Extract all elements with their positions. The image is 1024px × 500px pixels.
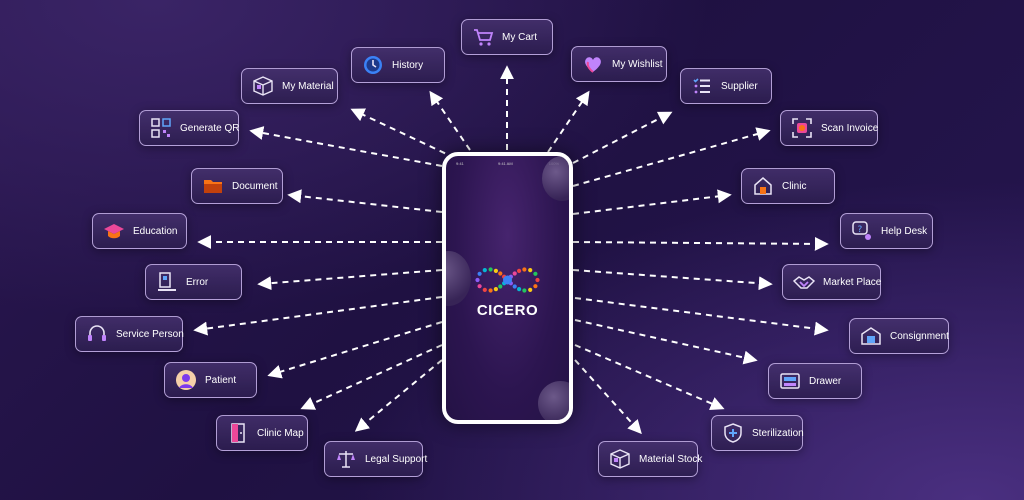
feature-supplier-button[interactable]: Supplier — [680, 68, 772, 104]
feature-label: Patient — [205, 374, 237, 386]
feature-label: My Cart — [502, 31, 537, 43]
arrow-to-legal-support — [354, 359, 443, 432]
arrow-to-document — [287, 189, 443, 213]
heart-icon — [582, 53, 604, 75]
headset-icon — [86, 323, 108, 345]
feature-my-wishlist-button[interactable]: My Wishlist — [571, 46, 667, 82]
status-center: 9:41 AM — [498, 161, 513, 166]
feature-error-button[interactable]: Error — [145, 264, 242, 300]
feature-drawer-button[interactable]: Drawer — [768, 363, 862, 399]
graduation-cap-icon — [103, 220, 125, 242]
feature-label: Supplier — [721, 80, 758, 92]
arrow-to-error — [257, 269, 443, 291]
feature-label: Legal Support — [365, 453, 428, 465]
list-icon — [691, 75, 713, 97]
arrow-to-service-person — [193, 296, 443, 336]
warehouse-icon — [860, 325, 882, 347]
box-icon — [609, 448, 631, 470]
monitor-icon — [156, 271, 178, 293]
qr-icon — [150, 117, 172, 139]
feature-sterilization-button[interactable]: Sterilization — [711, 415, 804, 451]
arrow-to-help-desk — [572, 236, 829, 251]
feature-document-button[interactable]: Document — [191, 168, 283, 204]
feature-clinic-map-button[interactable]: Clinic Map — [216, 415, 308, 451]
svg-text:?: ? — [858, 225, 863, 235]
arrow-to-history — [429, 90, 471, 151]
feature-label: Help Desk — [881, 225, 928, 237]
arrow-to-my-material — [350, 108, 456, 159]
feature-label: Sterilization — [752, 427, 804, 439]
door-icon — [227, 422, 249, 444]
feature-market-place-button[interactable]: Market Place — [782, 264, 881, 300]
feature-label: Market Place — [823, 276, 882, 288]
cart-icon — [472, 26, 494, 48]
feature-label: My Wishlist — [612, 58, 663, 70]
arrow-to-generate-qr — [249, 126, 443, 167]
feature-label: Document — [232, 180, 278, 192]
feature-clinic-button[interactable]: Clinic — [741, 168, 835, 204]
arrow-to-clinic — [572, 189, 732, 215]
scan-icon — [791, 117, 813, 139]
arrow-to-material-stock — [574, 359, 642, 435]
feature-my-material-button[interactable]: My Material — [241, 68, 338, 104]
arrow-to-market-place — [572, 269, 773, 291]
feature-service-person-button[interactable]: Service Person — [75, 316, 184, 352]
feature-label: Scan Invoice — [821, 122, 879, 134]
feature-label: Drawer — [809, 375, 842, 387]
feature-patient-button[interactable]: Patient — [164, 362, 257, 398]
shield-plus-icon — [722, 422, 744, 444]
arrow-to-drawer — [574, 319, 758, 365]
feature-label: Clinic — [782, 180, 807, 192]
arrow-to-sterilization — [574, 344, 725, 411]
person-icon — [175, 369, 197, 391]
feature-label: Clinic Map — [257, 427, 304, 439]
feature-consignment-button[interactable]: Consignment — [849, 318, 949, 354]
phone-mockup: 9:41 9:41 AM 100% CICERO — [442, 152, 573, 424]
arrow-to-supplier — [572, 111, 673, 164]
brand-name: CICERO — [476, 302, 539, 319]
arrow-to-consignment — [574, 297, 829, 336]
decorative-orb — [446, 251, 471, 306]
feature-label: Service Person — [116, 328, 184, 340]
feature-label: Material Stock — [639, 453, 703, 465]
arrow-to-patient — [267, 321, 443, 379]
feature-label: Error — [186, 276, 209, 288]
status-left: 9:41 — [456, 161, 464, 166]
house-icon — [752, 175, 774, 197]
decorative-orb — [538, 381, 569, 420]
question-bubble-icon: ? — [851, 220, 873, 242]
feature-history-button[interactable]: History — [351, 47, 445, 83]
feature-scan-invoice-button[interactable]: Scan Invoice — [780, 110, 878, 146]
feature-label: History — [392, 59, 424, 71]
feature-my-cart-button[interactable]: My Cart — [461, 19, 553, 55]
feature-label: Generate QR — [180, 122, 240, 134]
feature-legal-support-button[interactable]: Legal Support — [324, 441, 427, 477]
arrow-to-my-wishlist — [547, 90, 590, 153]
feature-help-desk-button[interactable]: ? Help Desk — [840, 213, 933, 249]
box-icon — [252, 75, 274, 97]
feature-label: Consignment — [890, 330, 949, 342]
clock-icon — [362, 54, 384, 76]
feature-label: Education — [133, 225, 178, 237]
feature-generate-qr-button[interactable]: Generate QR — [139, 110, 239, 146]
arrow-to-scan-invoice — [572, 127, 771, 187]
drawer-icon — [779, 370, 801, 392]
feature-material-stock-button[interactable]: Material Stock — [598, 441, 702, 477]
decorative-orb — [542, 156, 569, 201]
feature-label: My Material — [282, 80, 334, 92]
folder-icon — [202, 175, 224, 197]
handshake-icon — [793, 271, 815, 293]
feature-education-button[interactable]: Education — [92, 213, 187, 249]
infinity-logo-icon — [475, 267, 540, 293]
arrow-to-clinic-map — [300, 344, 443, 410]
scales-icon — [335, 448, 357, 470]
